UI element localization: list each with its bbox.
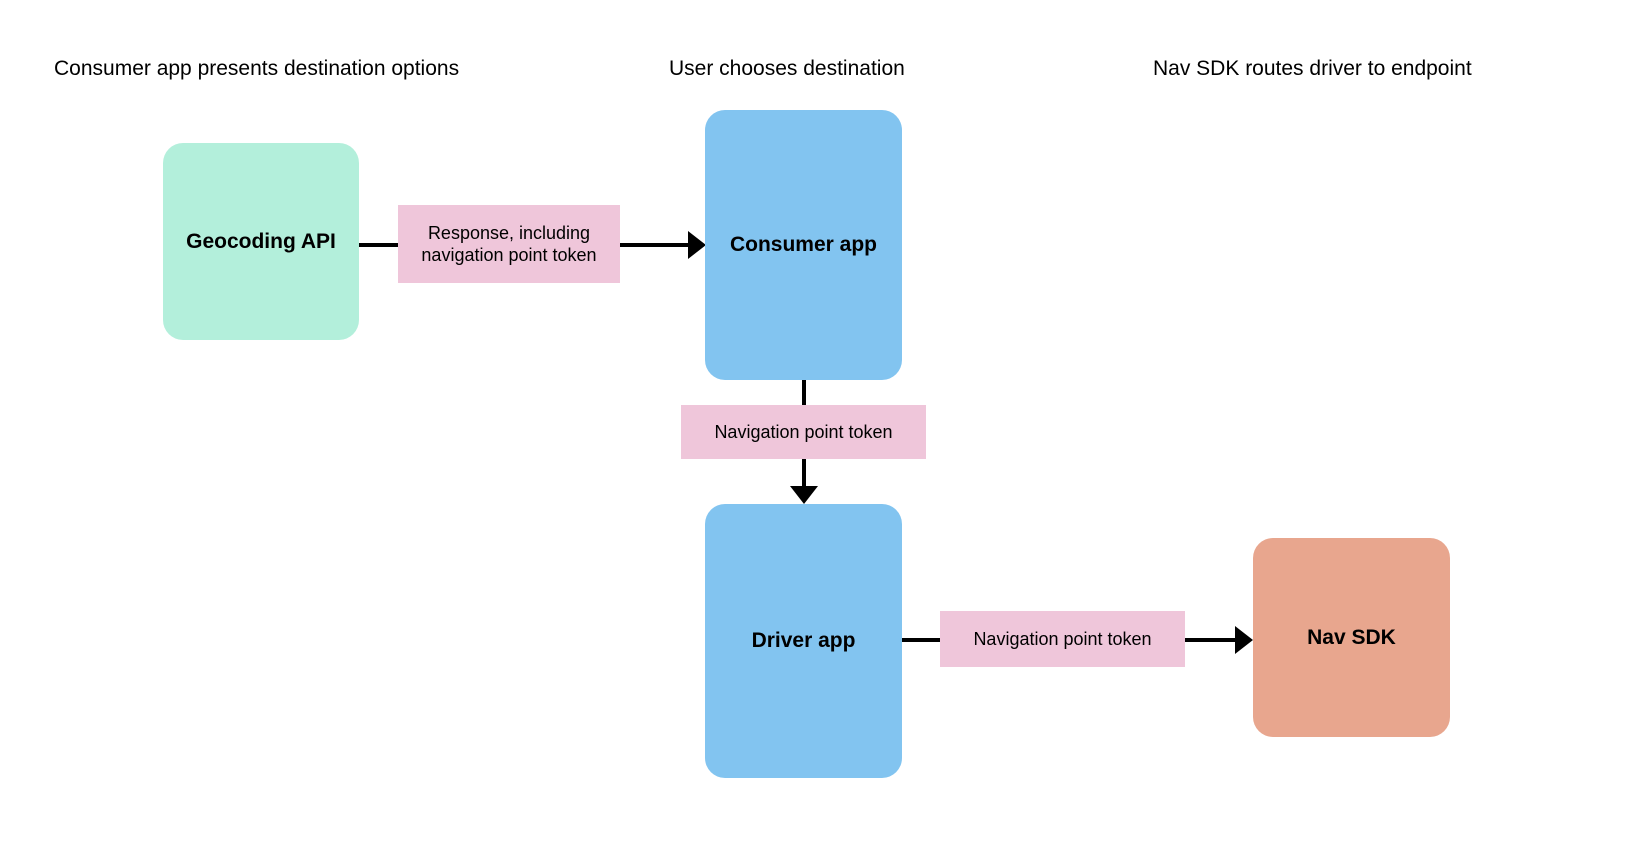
column-header-consumer-app: Consumer app presents destination option… [54,57,460,80]
node-nav-sdk[interactable]: Nav SDK [1253,538,1450,737]
node-geocoding-api[interactable]: Geocoding API [163,143,359,340]
node-consumer-app[interactable]: Consumer app [705,110,902,380]
column-header-nav-sdk: Nav SDK routes driver to endpoint [1153,57,1472,80]
edge-label-navigation-point-token-vertical: Navigation point token [681,405,926,459]
column-header-user-chooses: User chooses destination [669,57,905,80]
edge-label-response-navigation-point-token: Response, including navigation point tok… [398,205,620,283]
node-driver-app[interactable]: Driver app [705,504,902,778]
edge-label-navigation-point-token-horizontal: Navigation point token [940,611,1185,667]
